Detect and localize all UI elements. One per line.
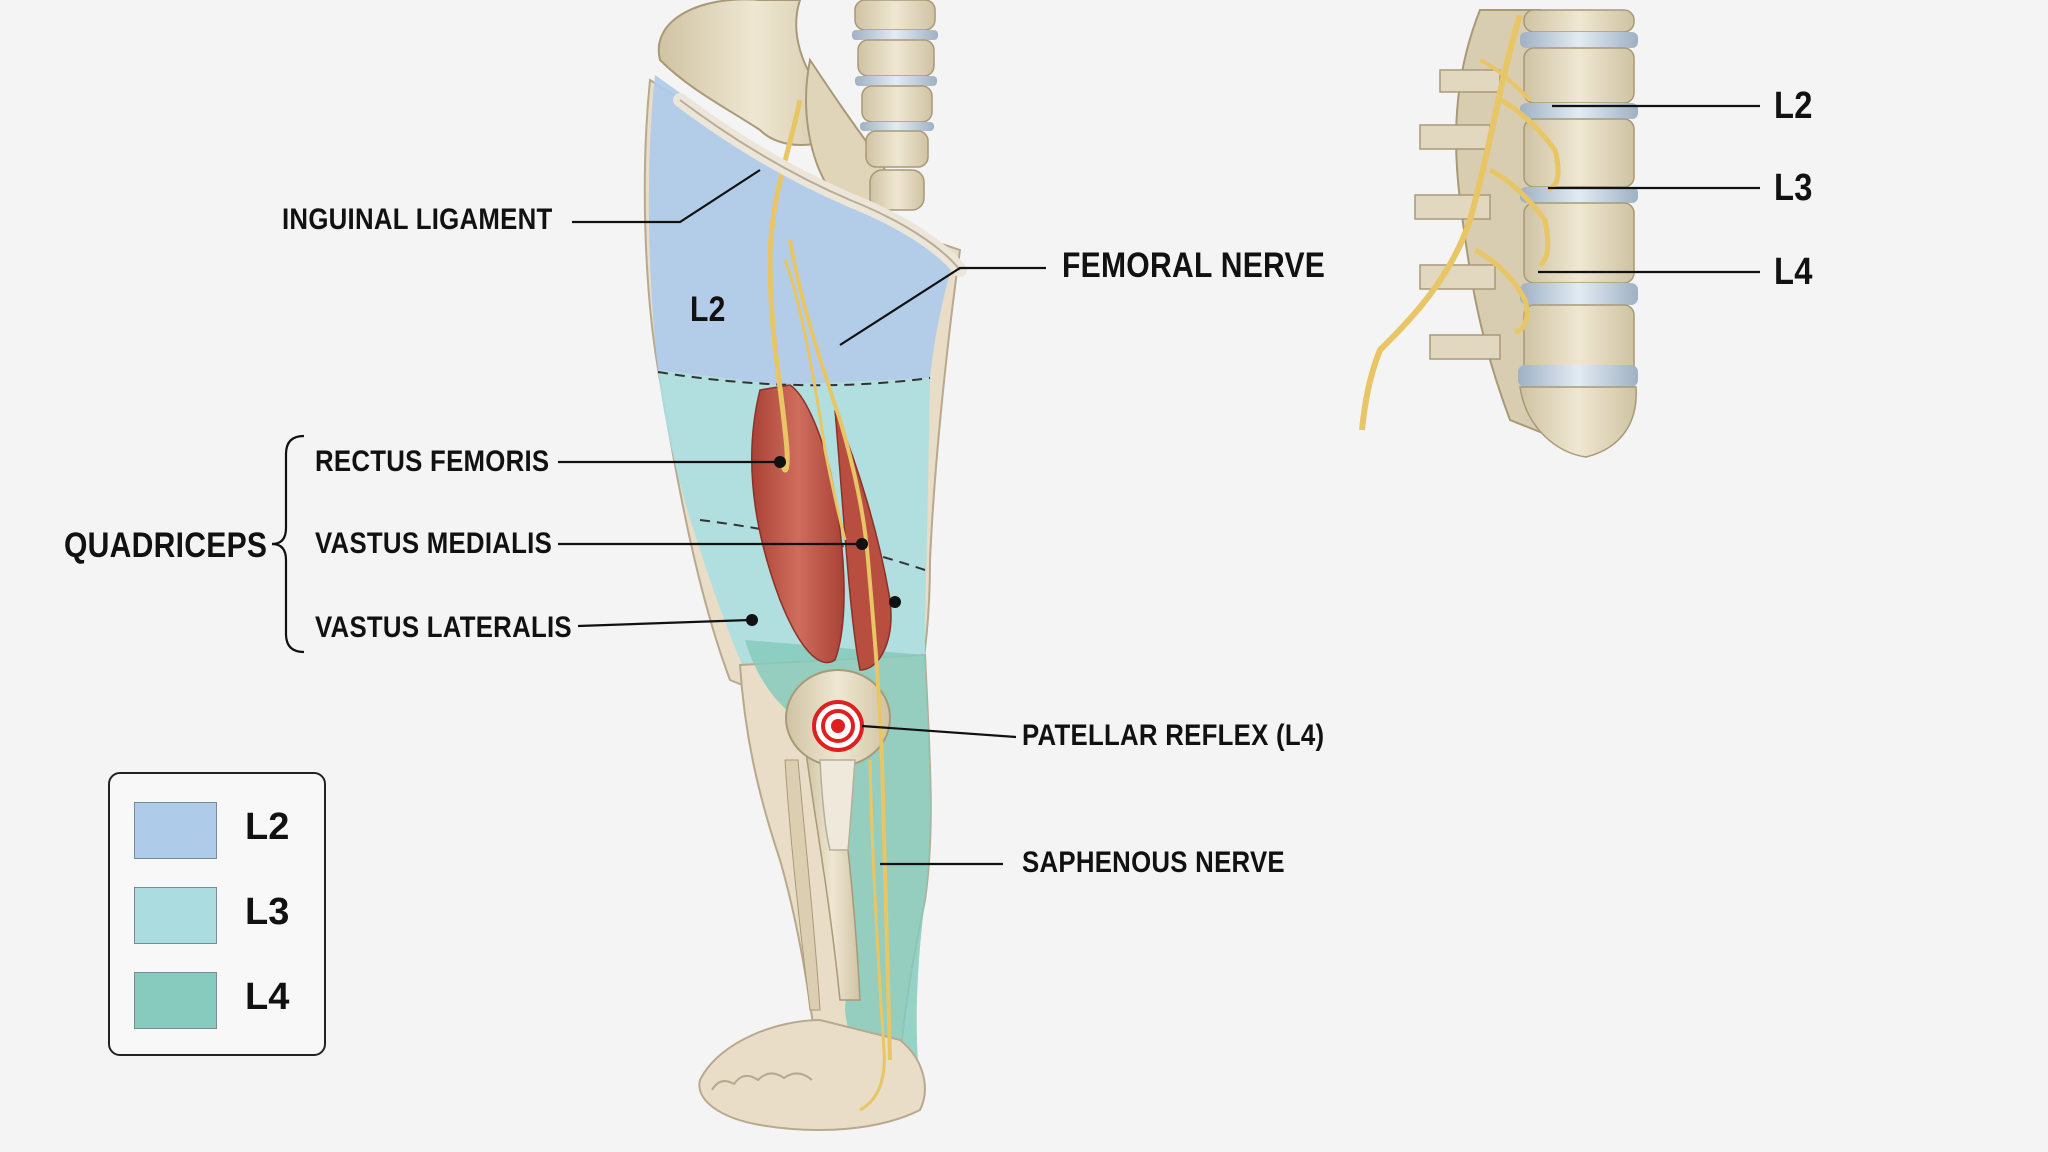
l2-dermatome-region <box>648 75 955 385</box>
legend-swatch-l4 <box>134 972 217 1029</box>
leader-patellar-reflex <box>861 724 1017 739</box>
l4-dermatome-region <box>745 640 931 1086</box>
inset-nerve-root-l3 <box>1488 167 1551 268</box>
leader-endpoints <box>746 456 901 626</box>
fibula-bone <box>784 759 821 1011</box>
label-rectus-femoris: RECTUS FEMORIS <box>315 445 550 478</box>
label-vastus-medialis: VASTUS MEDIALIS <box>315 527 553 560</box>
lumbar-vertebra <box>865 130 929 168</box>
legend-label-l2: L2 <box>245 806 290 848</box>
patellar-reflex-target <box>812 700 864 752</box>
patellar-tendon <box>819 759 856 851</box>
leader-lines <box>271 104 1760 866</box>
lumbar-vertebra <box>857 39 935 77</box>
inset-vertebra <box>1523 47 1635 104</box>
leg-illustration <box>643 0 967 1131</box>
lumbar-disc <box>855 76 937 86</box>
leader-inguinal-ligament <box>572 169 761 224</box>
femoral-nerve-branch-medial <box>788 239 892 1061</box>
inset-disc <box>1520 32 1638 48</box>
lumbar-disc <box>860 122 934 131</box>
saphenous-nerve-path <box>859 759 886 1112</box>
inset-nerve-root-l2 <box>1498 97 1561 193</box>
dermatome-legend: L2 L3 L4 <box>108 772 326 1056</box>
label-inguinal-ligament: INGUINAL LIGAMENT <box>282 203 553 236</box>
lumbar-vertebra <box>861 85 933 123</box>
inset-nerve-trunk <box>1359 14 1523 431</box>
label-inset-l2: L2 <box>1774 85 1813 127</box>
legend-label-l3: L3 <box>245 891 290 933</box>
legend-label-l4: L4 <box>245 976 290 1018</box>
spine-inset <box>1359 9 1638 458</box>
legend-swatch-l3 <box>134 887 217 944</box>
inset-nerve-root-l4 <box>1473 247 1530 335</box>
label-inset-l3: L3 <box>1774 167 1813 209</box>
label-femoral-nerve: FEMORAL NERVE <box>1062 246 1326 285</box>
label-saphenous-nerve: SAPHENOUS NERVE <box>1022 846 1285 879</box>
inset-disc <box>1518 365 1638 387</box>
label-quadriceps: QUADRICEPS <box>64 526 268 565</box>
lumbar-vertebra <box>869 169 925 211</box>
lumbar-vertebra <box>854 0 936 31</box>
legend-swatch-l2 <box>134 802 217 859</box>
inset-disc <box>1520 283 1638 305</box>
lumbar-disc <box>852 30 938 40</box>
inset-vertebra <box>1519 386 1637 458</box>
label-patellar-reflex: PATELLAR REFLEX (L4) <box>1022 719 1325 752</box>
leader-vastus-lateralis <box>577 618 751 628</box>
toes <box>711 1072 813 1091</box>
inset-disc <box>1520 187 1638 203</box>
label-vastus-lateralis: VASTUS LATERALIS <box>315 611 572 644</box>
femoral-nerve-branch-lateral <box>783 259 847 541</box>
inset-vertebra <box>1523 9 1635 33</box>
quadriceps-brace <box>271 434 305 654</box>
dermatome-boundary-upper <box>657 371 931 387</box>
leader-femoral-nerve <box>839 266 1046 346</box>
label-l2-zone: L2 <box>690 290 726 329</box>
label-inset-l4: L4 <box>1774 251 1813 293</box>
